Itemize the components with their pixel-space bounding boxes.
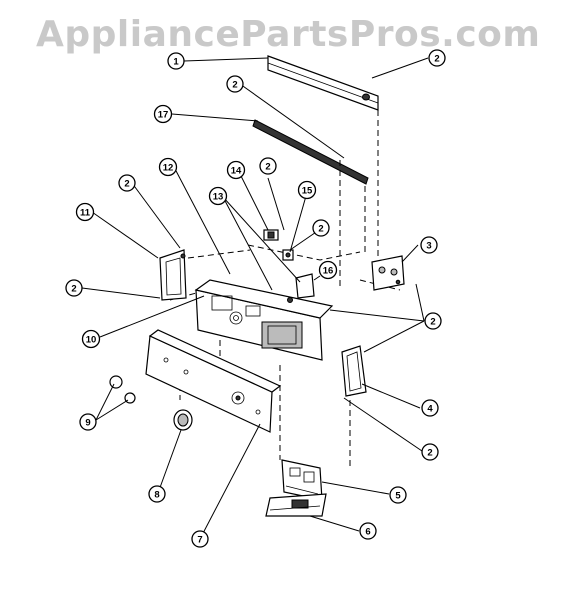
callout-14[interactable]: 14: [226, 160, 246, 180]
part-timer-board[interactable]: [281, 459, 323, 501]
callout-7-label: 7: [197, 535, 202, 546]
callout-2-label: 2: [434, 54, 439, 65]
callout-12[interactable]: 12: [158, 157, 178, 177]
callout-15[interactable]: 15: [297, 180, 317, 200]
callout-10-label: 10: [86, 335, 97, 346]
callout-2-left-upper[interactable]: 2: [118, 174, 136, 192]
callout-5-label: 5: [395, 491, 401, 502]
part-control-panel[interactable]: [145, 329, 282, 433]
part-top-rail[interactable]: [267, 55, 379, 111]
callout-4[interactable]: 4: [421, 399, 439, 417]
part-harness[interactable]: [265, 493, 327, 517]
callout-9-label: 9: [85, 418, 90, 429]
callout-2-top-right[interactable]: 2: [428, 49, 446, 67]
callout-8[interactable]: 8: [148, 485, 166, 503]
part-button-upper[interactable]: [109, 375, 123, 389]
callout-9[interactable]: 9: [79, 413, 97, 431]
callout-11-label: 11: [80, 208, 91, 219]
callout-17-label: 17: [158, 110, 169, 121]
callout-12-label: 12: [163, 163, 174, 174]
callout-6-label: 6: [365, 527, 370, 538]
callout-17[interactable]: 17: [153, 104, 173, 124]
callout-2-right-low[interactable]: 2: [421, 443, 439, 461]
callout-1[interactable]: 1: [167, 52, 185, 70]
callout-2-label: 2: [124, 179, 129, 190]
callout-leader-lines: [81, 57, 429, 540]
part-right-bracket[interactable]: [371, 255, 405, 291]
part-right-end-cap[interactable]: [341, 345, 367, 397]
callout-7[interactable]: 7: [191, 530, 209, 548]
callout-1-label: 1: [173, 57, 179, 68]
callout-3-label: 3: [426, 241, 431, 252]
callout-2-label: 2: [71, 284, 76, 295]
callout-13-label: 13: [213, 192, 224, 203]
callout-4-label: 4: [427, 404, 433, 415]
callout-2-right-mid[interactable]: 2: [424, 312, 442, 330]
callout-2-label: 2: [430, 317, 435, 328]
callout-3[interactable]: 3: [420, 236, 438, 254]
part-bracket-16[interactable]: [295, 273, 315, 299]
part-console-panel[interactable]: [194, 279, 334, 361]
part-switch-15[interactable]: [282, 249, 294, 261]
callout-8-label: 8: [154, 490, 159, 501]
callout-2-label: 2: [232, 80, 237, 91]
callout-6[interactable]: 6: [359, 522, 377, 540]
callout-5[interactable]: 5: [389, 486, 407, 504]
callout-10[interactable]: 10: [81, 329, 101, 349]
callout-2-left-mid[interactable]: 2: [65, 279, 83, 297]
callout-2-label: 2: [427, 448, 432, 459]
callout-16[interactable]: 16: [318, 260, 338, 280]
part-trim-strip[interactable]: [252, 119, 369, 185]
callout-14-label: 14: [231, 166, 242, 177]
callout-13[interactable]: 13: [208, 186, 228, 206]
callout-2-near-15[interactable]: 2: [312, 219, 330, 237]
watermark-text: AppliancePartsPros.com: [36, 14, 541, 55]
part-knob[interactable]: [173, 409, 193, 431]
callout-2-label: 2: [318, 224, 323, 235]
callout-11[interactable]: 11: [75, 202, 95, 222]
callout-2-upper[interactable]: 2: [226, 75, 244, 93]
part-left-end-cap[interactable]: [159, 249, 187, 301]
part-switch-14[interactable]: [263, 229, 279, 241]
callout-16-label: 16: [323, 266, 334, 277]
callout-15-label: 15: [302, 186, 313, 197]
callout-2-label: 2: [265, 162, 270, 173]
callout-2-mid[interactable]: 2: [259, 157, 277, 175]
